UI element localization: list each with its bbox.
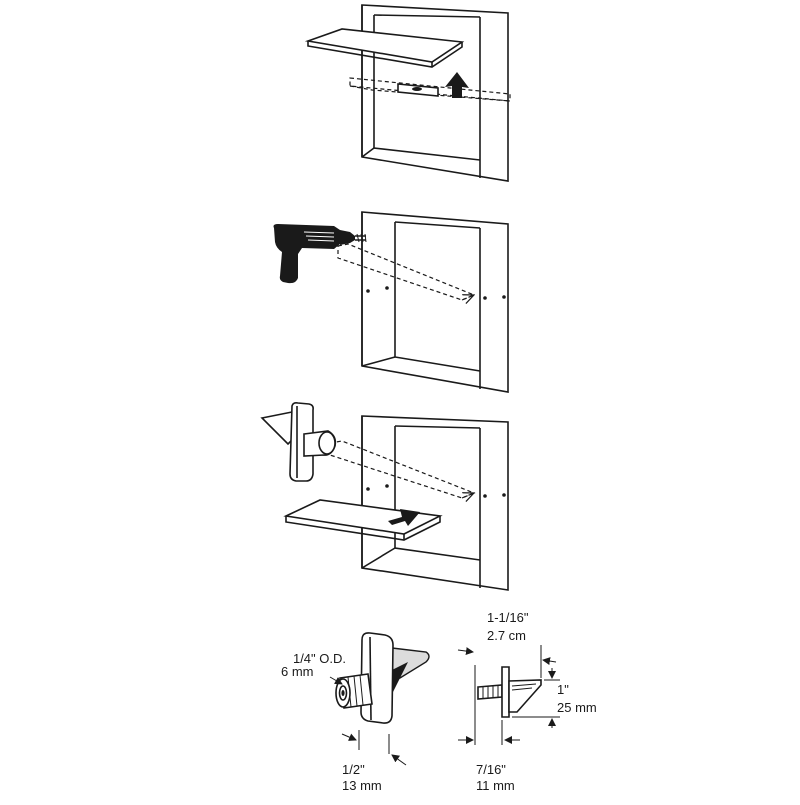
cabinet-box [361,415,509,591]
plate-width-dim [341,730,407,766]
shelf-board [304,28,465,68]
cabinet-box [361,4,509,182]
post-length-imperial: 7/16" [476,762,506,777]
support-profile [477,666,542,718]
support-post [335,673,373,709]
support-height-imperial: 1" [557,682,569,697]
post-diameter-metric: 6 mm [281,664,314,679]
drill-path-dashed [337,243,476,300]
level-tool [397,83,439,97]
plate-width-imperial: 1/2" [342,762,365,777]
support-profile-detail: 1-1/16" 2.7 cm 1" 25 mm 7/16" 11 mm [457,610,597,793]
step-3-insert-supports [260,402,509,591]
step-1-level-shelf [304,4,511,182]
post-length-metric: 11 mm [476,778,515,793]
post-diameter-imperial: 1/4" O.D. [293,651,346,666]
support-height-dim [512,668,560,728]
up-arrow-icon [445,72,469,98]
step-2-drill-holes [273,211,509,393]
insert-arrow-icon [388,509,420,526]
support-3d-detail: 1/4" O.D. 6 mm 1/2" 13 mm [281,632,430,793]
shelf-board [283,499,443,541]
overall-length-imperial: 1-1/16" [487,610,529,625]
drill-icon [273,224,367,284]
support-height-metric: 25 mm [557,700,597,715]
overall-length-dim [457,645,557,745]
post-length-dim [458,720,520,745]
shelf-support-clip [260,402,337,482]
drill-holes [366,484,506,498]
plate-width-metric: 13 mm [342,778,382,793]
insert-path-dashed [329,440,476,498]
drill-holes [366,286,506,300]
overall-length-metric: 2.7 cm [487,628,526,643]
cabinet-box [361,211,509,393]
